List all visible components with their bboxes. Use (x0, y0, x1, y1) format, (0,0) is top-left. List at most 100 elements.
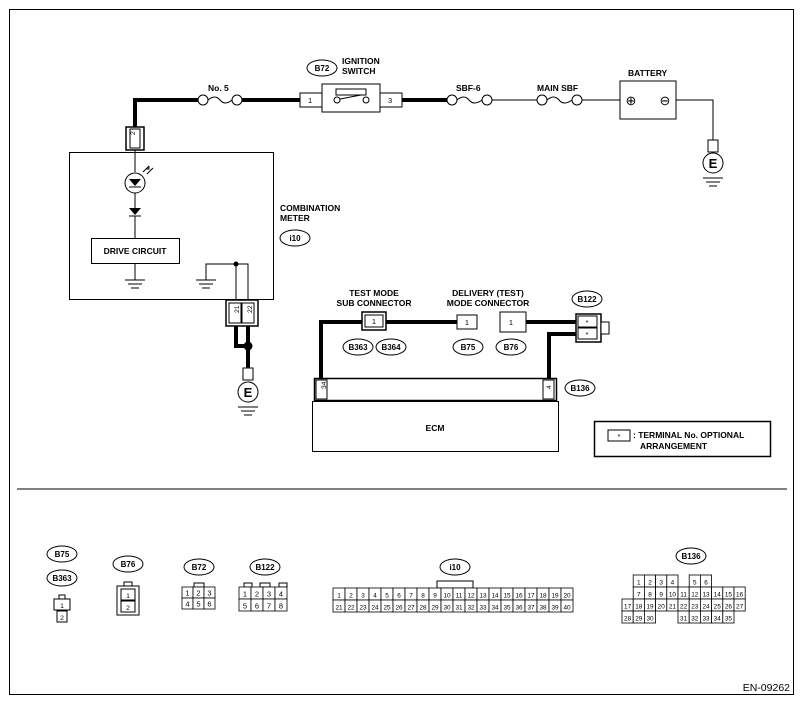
connector-pin-number: 35 (725, 616, 733, 623)
battery-label: BATTERY (628, 68, 668, 78)
combination-meter-box (69, 152, 274, 300)
meter-pin21-cell (228, 302, 242, 324)
wire-meter-internal-ground (205, 263, 236, 280)
connector-pin-number: 31 (455, 605, 463, 612)
ign-pin-3: 3 (388, 96, 392, 105)
view-b122-latch-3 (278, 582, 288, 588)
connector-pin-number: 12 (691, 592, 699, 599)
view-b363-text: B363 (52, 574, 72, 583)
connector-pin-number: 27 (736, 604, 744, 611)
connector-pin-number: 9 (433, 593, 437, 600)
connector-pin-number: 33 (479, 605, 487, 612)
connector-pin-number: 38 (539, 605, 547, 612)
view-b122-latch-2 (259, 582, 271, 588)
connector-pin-number: 28 (419, 605, 427, 612)
connector-pin-cell (733, 598, 746, 612)
delivery-mode-label-1: DELIVERY (TEST) (452, 288, 524, 298)
battery (619, 80, 677, 120)
view-b75-latch (58, 594, 66, 600)
diode-icon (129, 208, 141, 215)
legend-text-2: ARRANGEMENT (640, 441, 708, 451)
connector-pin-number: 6 (255, 602, 259, 611)
legend-symbol: * (618, 432, 621, 441)
connector-pin-number: 19 (551, 593, 559, 600)
connector-pin-number: 13 (702, 592, 710, 599)
ignition-switch-label-2: SWITCH (342, 66, 376, 76)
b122-pin-top: * (586, 318, 589, 327)
ecm-pin34-cell (315, 379, 328, 400)
connector-pin-number: 25 (714, 604, 722, 611)
b122-cell-top (577, 315, 598, 328)
connector-pin-cell (560, 599, 574, 613)
meter-pin-21: 21 (234, 305, 241, 313)
connector-pin-number: 8 (279, 602, 283, 611)
connector-pin-number: 28 (624, 616, 632, 623)
connector-pin-number: 16 (515, 593, 523, 600)
connector-pin-number: 7 (637, 592, 641, 599)
connector-pin-cell (203, 597, 216, 610)
connector-pin-number: 32 (691, 616, 699, 623)
connector-pin-number: 4 (373, 593, 377, 600)
connector-pin-number: 35 (503, 605, 511, 612)
view-b75-pin-1: 1 (60, 603, 64, 610)
wire-meter-to-fuse (133, 98, 198, 128)
connector-pin-number: 1 (185, 589, 189, 598)
wire-ecm34-to-sub (319, 320, 362, 378)
wire-meter-to-pin22 (236, 263, 249, 300)
b363-tag (342, 338, 374, 356)
connector-pin-cell (644, 610, 657, 624)
connector-pin-number: 29 (431, 605, 439, 612)
combination-meter-label-1: COMBINATION (280, 203, 340, 213)
battery-minus-icon: ⊖ (660, 93, 671, 108)
ecm-pin-4: 4 (546, 385, 553, 389)
connector-pin-number: 7 (267, 602, 271, 611)
view-i10-text: i10 (449, 563, 461, 572)
view-b363-tag (46, 569, 78, 587)
fuse-no5 (197, 94, 243, 106)
b72-tag-text: B72 (315, 64, 330, 73)
ecm-pin-34: 34 (321, 381, 328, 389)
connector-pin-number: 33 (702, 616, 710, 623)
view-b136-text: B136 (681, 552, 701, 561)
connector-pin-number: 1 (243, 590, 247, 599)
sbf6-fuse (446, 94, 493, 106)
drive-circuit-box (91, 238, 180, 264)
b122-tag-text: B122 (577, 295, 597, 304)
b75-tag-text: B75 (461, 343, 476, 352)
b136-tag-text: B136 (570, 384, 590, 393)
view-b136-tag (675, 547, 707, 565)
connector-pin-number: 15 (725, 592, 733, 599)
connector-pin-number: 2 (196, 589, 200, 598)
view-b76-tag (112, 555, 144, 573)
b122-latch (600, 321, 610, 335)
meter-ground-terminal (242, 367, 254, 381)
outer-frame (9, 9, 794, 695)
view-b75-cell-2 (56, 610, 68, 623)
connector-pin-number: 2 (255, 590, 259, 599)
connector-pin-number: 22 (680, 604, 688, 611)
view-b72-tag (183, 558, 215, 576)
connector-pin-number: 34 (714, 616, 722, 623)
sbf6-label: SBF-6 (456, 83, 481, 93)
connector-pin-number: 17 (527, 593, 535, 600)
view-b122-text: B122 (255, 563, 275, 572)
b76-tag (495, 338, 527, 356)
connector-pin-number: 18 (539, 593, 547, 600)
battery-plus-icon: ⊕ (626, 93, 637, 108)
sub-connector-pin: 1 (372, 317, 376, 326)
meter-pin22-cell (241, 302, 255, 324)
connector-pin-number: 3 (361, 593, 365, 600)
ignition-switch-label-1: IGNITION (342, 56, 380, 66)
b75-tag (452, 338, 484, 356)
connector-pin-number: 4 (279, 590, 283, 599)
delivery-left-pin: 1 (465, 318, 469, 327)
main-sbf-fuse (536, 94, 583, 106)
connector-pin-number: 23 (691, 604, 699, 611)
view-b75-tag (46, 545, 78, 563)
connector-pin-number: 30 (443, 605, 451, 612)
ecm-label: ECM (426, 423, 445, 433)
view-b76-latch (123, 581, 133, 587)
